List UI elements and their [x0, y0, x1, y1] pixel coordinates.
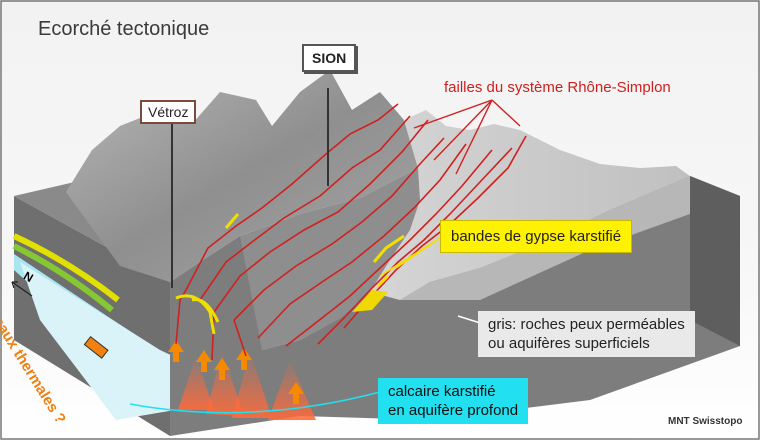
gris-label-line1: gris: roches peux perméables [488, 315, 685, 334]
credit: MNT Swisstopo [668, 416, 742, 427]
gris-label-line2: ou aquifères superficiels [488, 334, 685, 353]
calcaire-label: calcaire karstifié en aquifère profond [378, 378, 528, 424]
vetroz-sign: Vétroz [140, 100, 196, 124]
calcaire-label-line2: en aquifère profond [388, 401, 518, 420]
gypse-label: bandes de gypse karstifié [440, 220, 632, 253]
calcaire-label-line1: calcaire karstifié [388, 382, 518, 401]
gris-label: gris: roches peux perméables ou aquifère… [478, 311, 695, 357]
faults-label: failles du système Rhône-Simplon [444, 78, 671, 97]
diagram-title: Ecorché tectonique [38, 18, 209, 41]
sion-sign: SION [302, 44, 356, 72]
right-block-side [690, 176, 740, 346]
